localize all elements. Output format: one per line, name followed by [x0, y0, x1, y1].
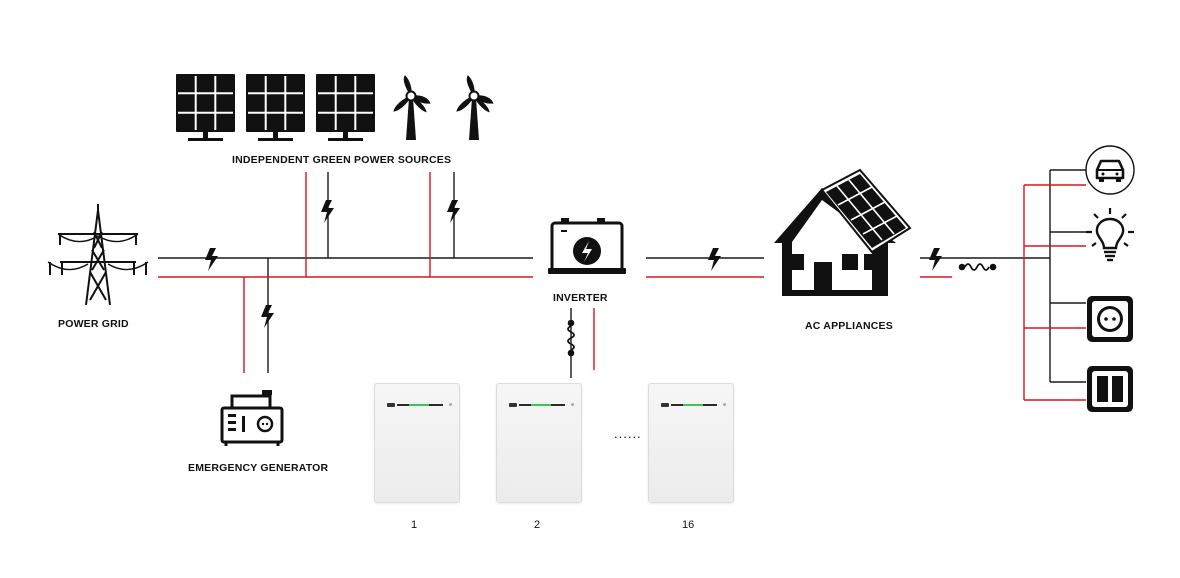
battery-module-1: [374, 383, 460, 503]
battery-module-16: [648, 383, 734, 503]
battery-button: [571, 403, 574, 406]
house-icon: [774, 168, 912, 296]
battery-button: [723, 403, 726, 406]
battery-button: [449, 403, 452, 406]
coil-icon: [567, 319, 575, 357]
battery-logo: [387, 403, 395, 407]
battery-status-led: [683, 404, 703, 406]
inverter-icon: [548, 218, 626, 274]
battery-module-2: [496, 383, 582, 503]
lightning-icon: [261, 305, 274, 328]
lightning-icon: [447, 200, 460, 223]
power-grid-label: POWER GRID: [58, 318, 129, 330]
battery-status-led: [409, 404, 429, 406]
solar-panel-icon: [246, 74, 305, 141]
generator-icon: [220, 390, 284, 446]
coil-icon: [958, 263, 997, 271]
wind-turbine-icon: [393, 75, 431, 140]
ac-appliances-label: AC APPLIANCES: [805, 320, 893, 332]
lightning-icons: [205, 200, 942, 328]
solar-panel-icon: [316, 74, 375, 141]
battery-label-2: 2: [534, 519, 541, 531]
battery-ellipsis: ......: [614, 426, 642, 441]
lightning-icon: [929, 248, 942, 271]
green-sources-label: INDEPENDENT GREEN POWER SOURCES: [232, 154, 452, 166]
red-wiring: [158, 172, 1086, 401]
lightning-icon: [205, 248, 218, 271]
lightning-icon: [321, 200, 334, 223]
black-wiring: [158, 169, 1086, 383]
battery-logo: [661, 403, 669, 407]
light-bulb-icon: [1086, 208, 1134, 262]
power-socket-icon: [1087, 296, 1133, 342]
car-icon: [1085, 145, 1135, 195]
inverter-label: INVERTER: [553, 292, 608, 304]
solar-panel-icon: [176, 74, 235, 141]
wind-turbine-icon: [456, 75, 494, 140]
generator-label: EMERGENCY GENERATOR: [188, 462, 329, 474]
power-tower-icon: [47, 204, 149, 306]
battery-status-led: [531, 404, 551, 406]
battery-label-1: 1: [411, 519, 418, 531]
battery-label-16: 16: [682, 519, 695, 531]
battery-logo: [509, 403, 517, 407]
switch-icon: [1087, 366, 1133, 412]
lightning-icon: [708, 248, 721, 271]
